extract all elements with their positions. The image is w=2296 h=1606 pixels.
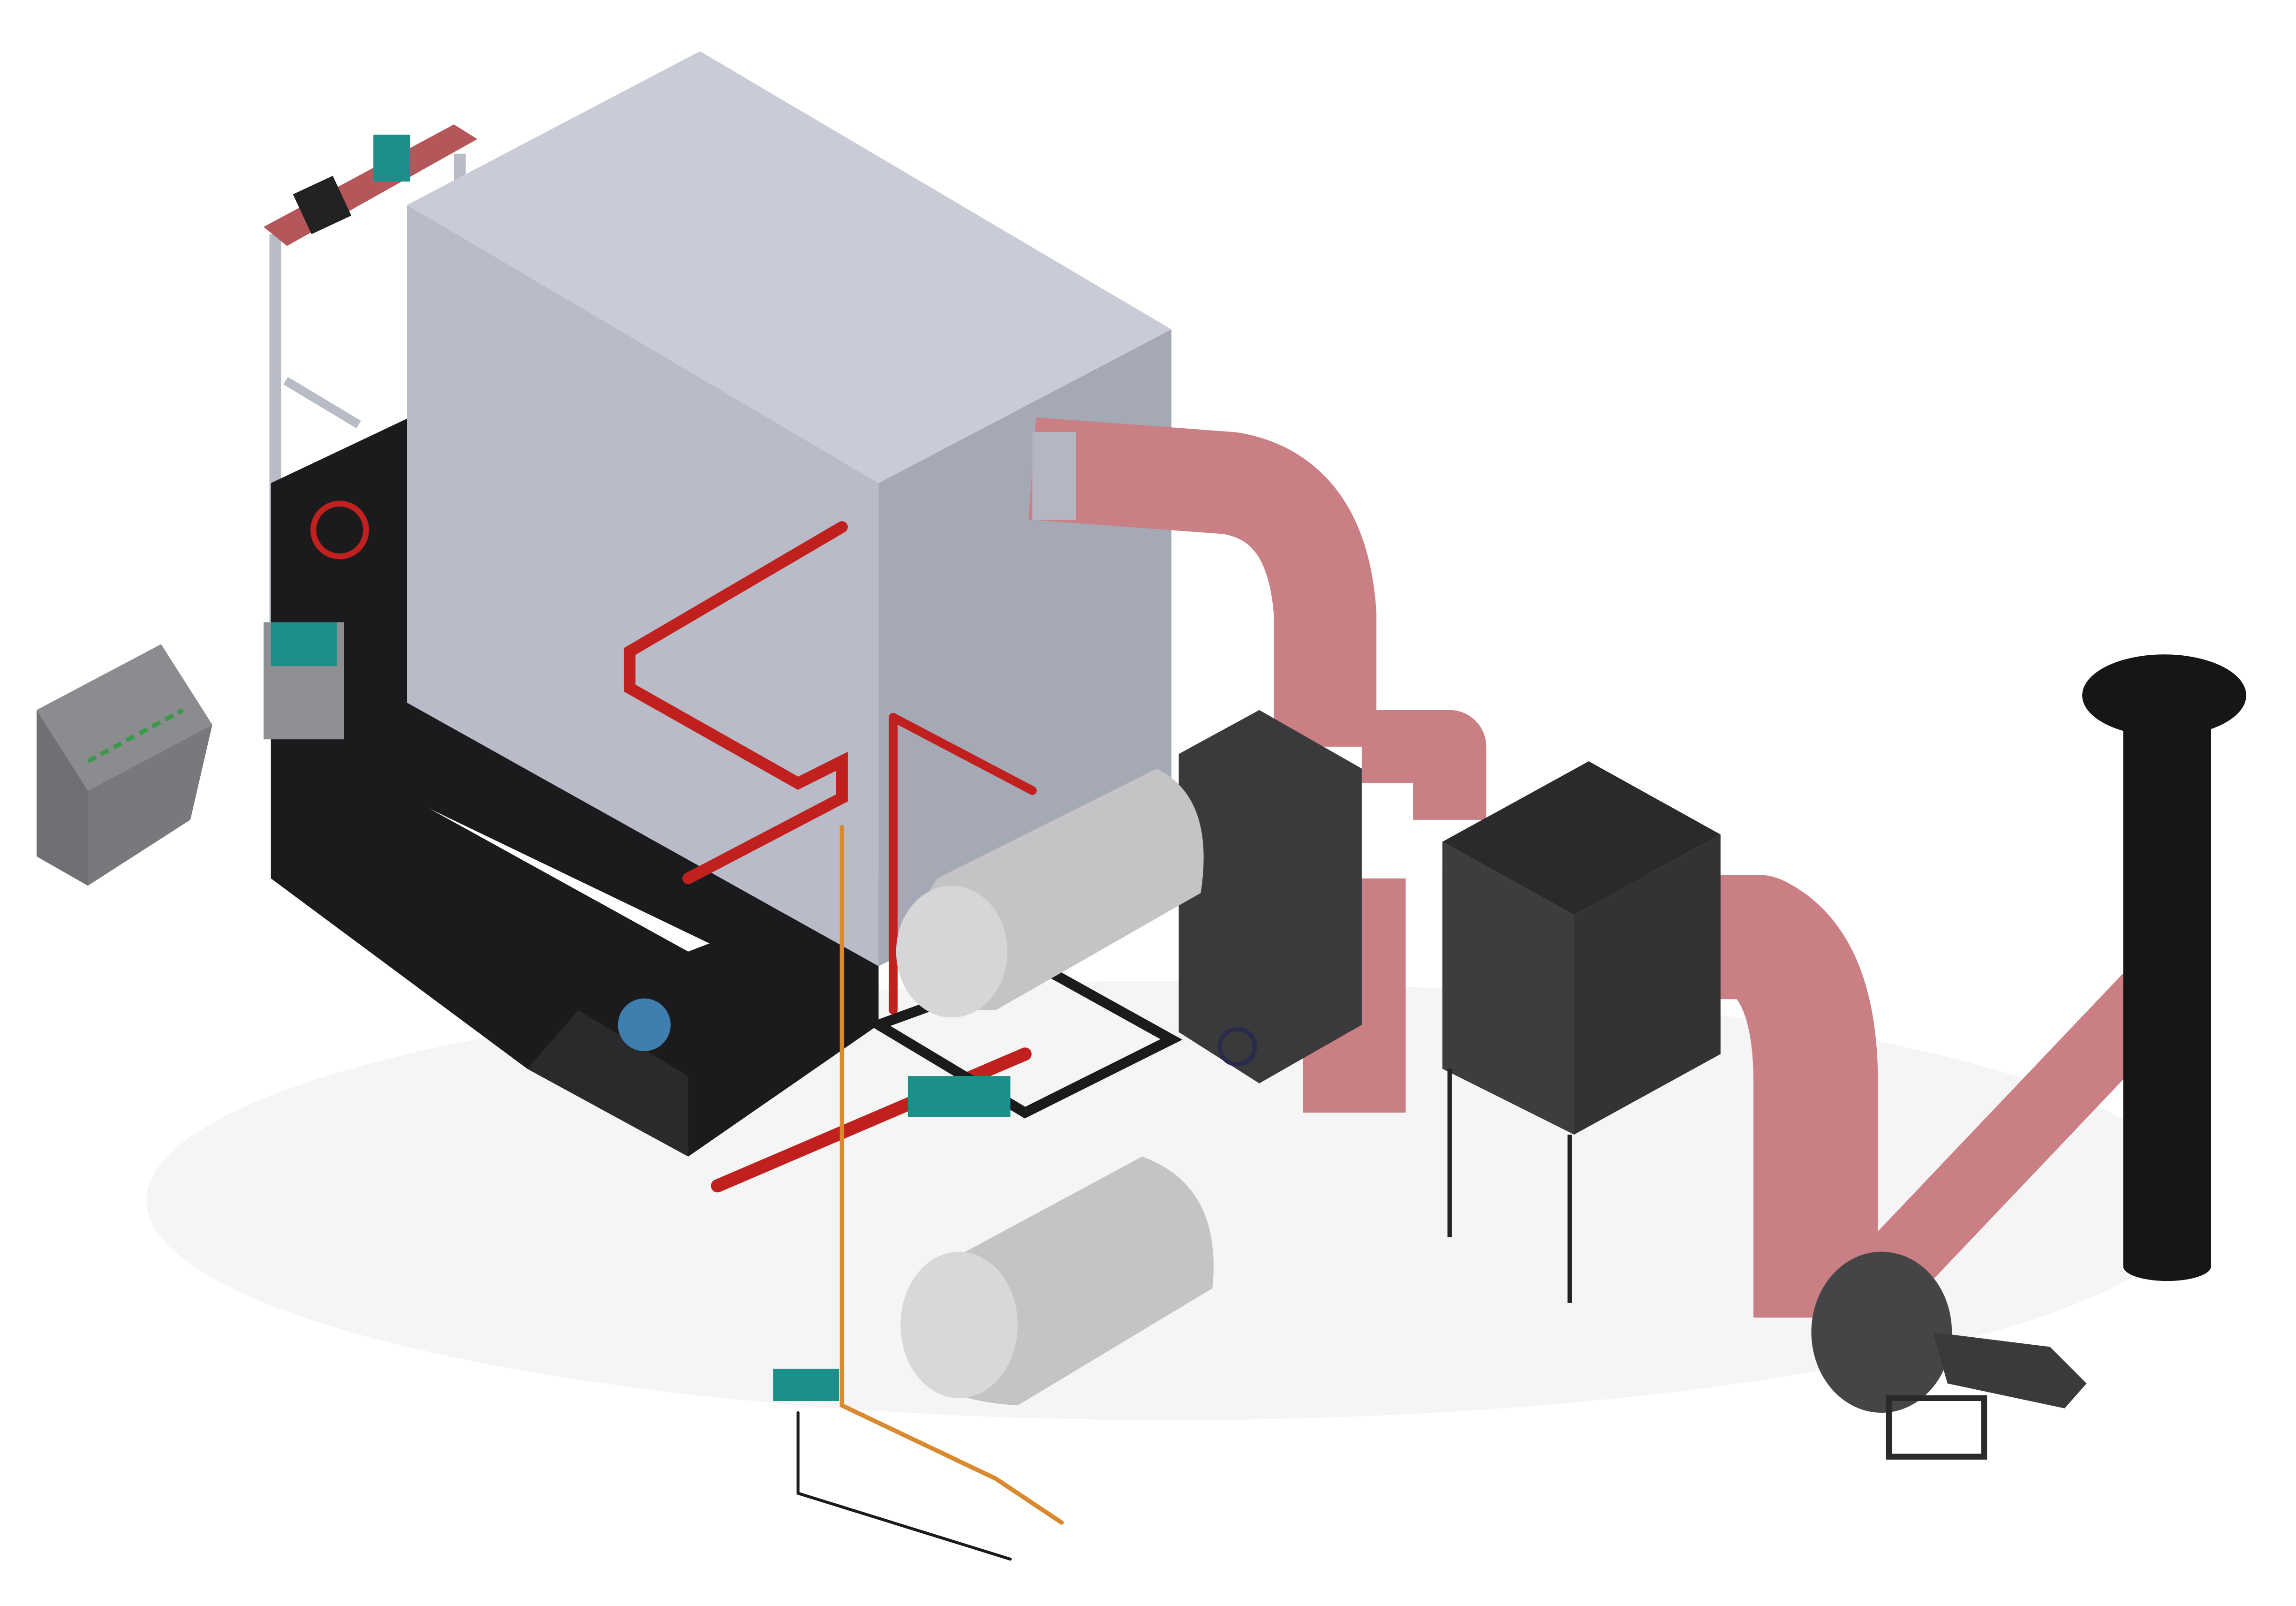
coal-feeder-chute	[527, 1010, 688, 1157]
feed-pump	[907, 1076, 1011, 1117]
feeder-fan-icon	[618, 998, 671, 1052]
circulation-pump	[773, 1369, 839, 1401]
valve-handwheel-icon	[1217, 1027, 1257, 1067]
economizer-box	[1178, 710, 1362, 1083]
handwheel-icon	[310, 500, 369, 560]
furnace-base	[271, 417, 879, 1157]
induced-draft-fan	[1811, 1251, 2087, 1460]
control-panel	[37, 644, 212, 886]
housing-top	[407, 51, 1171, 484]
housing-black-band	[407, 703, 879, 1025]
drive-gearbox	[271, 622, 337, 667]
chimney	[2082, 654, 2246, 1281]
duct-outlet-flange	[1032, 432, 1076, 520]
deaerator-tank	[896, 768, 1204, 1018]
dust-collector	[1442, 761, 1721, 1303]
housing-left-face	[407, 205, 879, 967]
water-tank	[900, 1156, 1214, 1406]
